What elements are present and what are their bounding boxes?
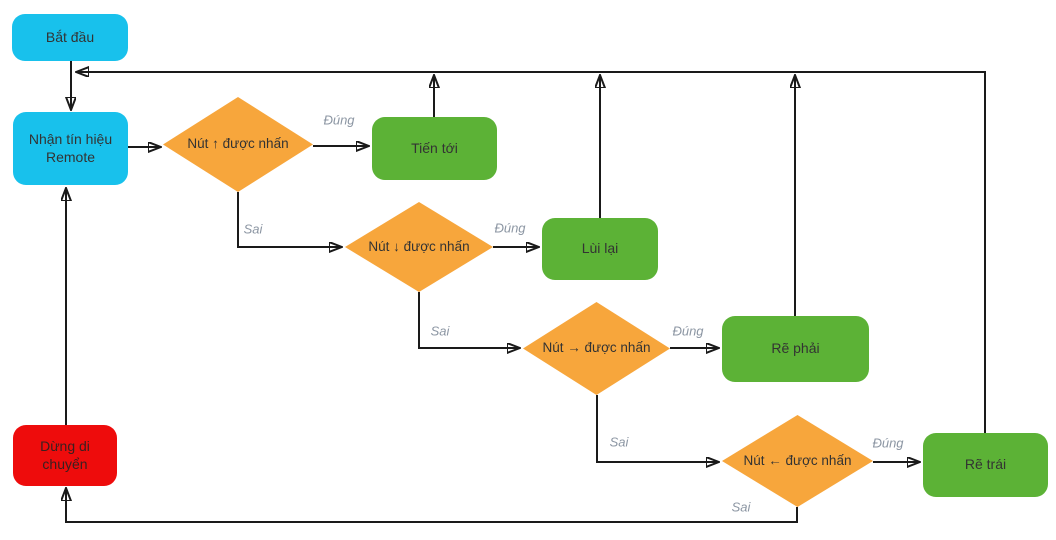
edge-d-up-false-d-down bbox=[237, 192, 341, 247]
node-receive-signal: Nhận tín hiệu Remote bbox=[13, 112, 128, 185]
action-turn-left: Rẽ trái bbox=[923, 433, 1048, 497]
edge-d-left-false-stop bbox=[66, 489, 798, 523]
edge-d-right-false-d-left bbox=[596, 395, 718, 462]
edge-turnleft-loop-top bbox=[77, 72, 986, 433]
action-move-forward: Tiến tới bbox=[372, 117, 497, 180]
node-start: Bắt đầu bbox=[12, 14, 128, 61]
edge-label-false-1: Sai bbox=[243, 221, 263, 237]
edge-label-true-1: Đúng bbox=[323, 112, 355, 128]
edge-label-false-2: Sai bbox=[430, 323, 450, 339]
edge-d-down-false-d-right bbox=[418, 292, 519, 348]
node-stop-moving: Dừng di chuyển bbox=[13, 425, 117, 486]
action-turn-right: Rẽ phải bbox=[722, 316, 869, 382]
edge-label-true-3: Đúng bbox=[672, 323, 704, 339]
edge-label-true-2: Đúng bbox=[494, 220, 526, 236]
action-move-backward: Lùi lại bbox=[542, 218, 658, 280]
edge-label-false-4: Sai bbox=[731, 499, 751, 515]
edge-label-false-3: Sai bbox=[609, 434, 629, 450]
edge-label-true-4: Đúng bbox=[872, 435, 904, 451]
